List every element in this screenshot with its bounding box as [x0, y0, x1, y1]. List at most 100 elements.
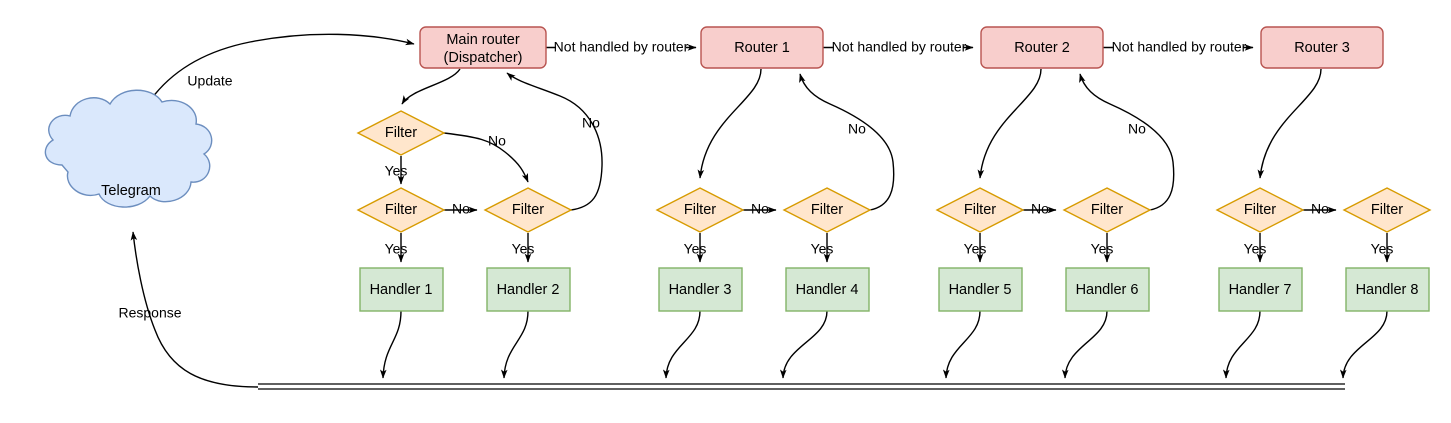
handler-7-label: Handler 7: [1229, 282, 1292, 298]
filter-b-2-label: Filter: [1091, 202, 1123, 218]
router-main[interactable]: Main router (Dispatcher): [419, 26, 547, 69]
edge-filter-b1-no-back: [799, 73, 895, 211]
label-update: Update: [187, 73, 232, 89]
label-no-mid-3: No: [1311, 201, 1329, 217]
handler-4-box: [785, 267, 870, 312]
filter-b-0-shape: [483, 187, 573, 233]
edge-handler1-to-bar: [379, 310, 402, 379]
router-3-label: Router 3: [1294, 40, 1350, 56]
label-yes-top-0: Yes: [385, 163, 408, 179]
label-yes-b-3: Yes: [1371, 241, 1394, 257]
label-not-handled-2: Not handled by router: [832, 39, 967, 55]
handler-6-box: [1065, 267, 1150, 312]
label-yes-b-0: Yes: [512, 241, 535, 257]
label-yes-a-2: Yes: [964, 241, 987, 257]
label-yes-b-1: Yes: [811, 241, 834, 257]
handler-8-box: [1345, 267, 1430, 312]
handler-3-label: Handler 3: [669, 282, 732, 298]
handler-5-label: Handler 5: [949, 282, 1012, 298]
handler-8-label: Handler 8: [1356, 282, 1419, 298]
filter-b-2-shape: [1062, 187, 1152, 233]
telegram-cloud[interactable]: Telegram: [44, 89, 213, 208]
filter-a-2-label: Filter: [964, 202, 996, 218]
filter-b-0[interactable]: Filter: [483, 187, 573, 233]
router-3-box: [1260, 26, 1384, 69]
filter-b-1[interactable]: Filter: [782, 187, 872, 233]
filter-a-3[interactable]: Filter: [1215, 187, 1305, 233]
label-yes-b-2: Yes: [1091, 241, 1114, 257]
edge-handler4-to-bar: [779, 310, 828, 379]
cloud-shape: [44, 89, 213, 208]
filter-top-0-shape: [356, 110, 446, 156]
edge-handler5-to-bar: [942, 310, 981, 379]
label-yes-a-3: Yes: [1244, 241, 1267, 257]
filter-b-0-label: Filter: [512, 202, 544, 218]
router-1[interactable]: Router 1: [700, 26, 824, 69]
edge-handler2-to-bar: [500, 310, 529, 379]
label-not-handled-3: Not handled by router: [1112, 39, 1247, 55]
handler-2-label: Handler 2: [497, 282, 560, 298]
edge-router1-to-filter-a1: [697, 68, 762, 179]
filter-b-1-shape: [782, 187, 872, 233]
edge-handler8-to-bar: [1339, 310, 1388, 379]
edge-labels: Update Response Not handled by router No…: [118, 39, 1393, 321]
label-no-mid-1: No: [751, 201, 769, 217]
filter-a-0[interactable]: Filter: [356, 187, 446, 233]
filter-a-1[interactable]: Filter: [655, 187, 745, 233]
router-main-box: [419, 26, 547, 69]
router-1-label: Router 1: [734, 40, 790, 56]
label-not-handled-1: Not handled by router: [554, 39, 689, 55]
filter-b-2[interactable]: Filter: [1062, 187, 1152, 233]
handler-4[interactable]: Handler 4: [785, 267, 870, 312]
edge-filter-b2-no-back: [1079, 73, 1175, 211]
handler-7[interactable]: Handler 7: [1218, 267, 1303, 312]
router-main-label-line1: Main router: [446, 32, 520, 48]
label-no-mid-0: No: [452, 201, 470, 217]
filter-b-3-shape: [1342, 187, 1432, 233]
router-3[interactable]: Router 3: [1260, 26, 1384, 69]
handler-6[interactable]: Handler 6: [1065, 267, 1150, 312]
filter-a-3-shape: [1215, 187, 1305, 233]
router-2-box: [980, 26, 1104, 69]
label-no-back-1: No: [848, 121, 866, 137]
edge-handler6-to-bar: [1061, 310, 1108, 379]
edge-router2-to-filter-a2: [977, 68, 1042, 179]
filter-b-3-label: Filter: [1371, 202, 1403, 218]
label-response: Response: [118, 305, 181, 321]
handler-6-label: Handler 6: [1076, 282, 1139, 298]
label-no-top-0: No: [488, 133, 506, 149]
filter-a-1-shape: [655, 187, 745, 233]
label-yes-a-1: Yes: [684, 241, 707, 257]
handler-7-box: [1218, 267, 1303, 312]
handler-2-box: [486, 267, 571, 312]
filter-a-2-shape: [935, 187, 1025, 233]
filter-a-2[interactable]: Filter: [935, 187, 1025, 233]
cloud-label: Telegram: [101, 183, 161, 199]
label-no-back-2: No: [1128, 121, 1146, 137]
edge-router3-to-filter-a3: [1257, 68, 1322, 179]
handler-3[interactable]: Handler 3: [658, 267, 743, 312]
edge-filter-top-no: [443, 132, 529, 183]
edge-handler7-to-bar: [1222, 310, 1261, 379]
handler-1[interactable]: Handler 1: [359, 267, 444, 312]
filter-top-0[interactable]: Filter: [356, 110, 446, 156]
handler-3-box: [658, 267, 743, 312]
filter-b-1-label: Filter: [811, 202, 843, 218]
handler-2[interactable]: Handler 2: [486, 267, 571, 312]
label-no-mid-2: No: [1031, 201, 1049, 217]
edge-filter-b0-no-back: [506, 72, 603, 211]
filter-a-0-label: Filter: [385, 202, 417, 218]
edge-response: [130, 231, 259, 388]
handler-8[interactable]: Handler 8: [1345, 267, 1430, 312]
router-2[interactable]: Router 2: [980, 26, 1104, 69]
edge-main-to-filter-top: [401, 68, 461, 105]
filter-b-3[interactable]: Filter: [1342, 187, 1432, 233]
filter-a-0-shape: [356, 187, 446, 233]
handler-4-label: Handler 4: [796, 282, 859, 298]
filter-a-3-label: Filter: [1244, 202, 1276, 218]
router-main-label-line2: (Dispatcher): [444, 50, 523, 66]
router-2-label: Router 2: [1014, 40, 1070, 56]
handler-5[interactable]: Handler 5: [938, 267, 1023, 312]
